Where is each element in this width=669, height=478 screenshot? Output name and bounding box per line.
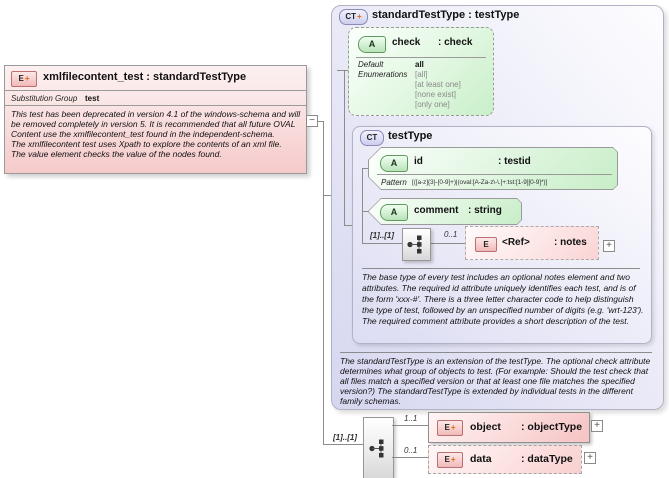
data-type: : dataType <box>521 453 573 465</box>
sequence-glyph <box>369 439 384 458</box>
divider <box>362 268 640 269</box>
connector-line <box>337 70 348 71</box>
connector-line <box>323 121 324 444</box>
element-plus-icon: E+ <box>11 71 37 87</box>
attribute-icon-letter: A <box>368 39 376 49</box>
default-value: all <box>415 60 424 69</box>
attribute-icon: A <box>380 204 408 221</box>
attribute-node-check[interactable]: A check : check Default all Enumerations… <box>348 27 494 116</box>
substitution-group-value: test <box>85 94 100 103</box>
element-plus-icon: E+ <box>437 452 463 468</box>
comment-name: comment <box>414 205 459 216</box>
complextype-icon-letters: CT <box>345 12 356 21</box>
data-name: data <box>470 453 492 465</box>
enum-value: [all] <box>415 70 428 79</box>
notes-ref-type: : notes <box>554 237 587 248</box>
plus-glyph: + <box>450 423 456 432</box>
collapse-glyph: − <box>309 115 315 126</box>
data-occurs-label: 0..1 <box>404 446 418 455</box>
content-occurs-label: [1]..[1] <box>333 433 357 442</box>
connector-line <box>362 168 368 169</box>
connector-line <box>318 121 324 122</box>
connector-line <box>362 211 368 212</box>
sequence-icon[interactable] <box>402 228 431 261</box>
connector-line <box>392 457 428 458</box>
complextype-icon: CT <box>360 130 384 146</box>
id-name: id <box>414 156 423 167</box>
testtype-title: testType <box>388 130 433 142</box>
pattern-value: [([a-z]{3}-[0-9]+)|(oval:[A-Za-z\-\.]+:t… <box>412 179 548 186</box>
enumerations-label: Enumerations <box>358 70 408 79</box>
element-icon-letter: E <box>18 74 24 83</box>
attribute-icon: A <box>358 36 386 53</box>
substitution-group-label: Substitution Group <box>11 94 78 103</box>
connector-line <box>344 70 345 225</box>
plus-glyph: + <box>24 74 30 83</box>
comment-type: : string <box>468 205 502 216</box>
plus-glyph: + <box>357 12 362 21</box>
notes-ref-name: <Ref> <box>502 237 530 248</box>
divider <box>5 105 306 106</box>
element-icon-letter: E <box>483 239 489 249</box>
connector-line <box>362 168 363 244</box>
enum-value: [only one] <box>415 100 450 109</box>
id-type: : testid <box>498 156 531 167</box>
attribute-icon-letter: A <box>390 207 398 217</box>
attribute-node-id-fill <box>369 148 617 189</box>
element-title: xmlfilecontent_test : standardTestType <box>43 71 247 83</box>
enum-value: [none exist] <box>415 90 456 99</box>
plus-glyph: + <box>450 455 456 464</box>
divider <box>377 174 612 175</box>
expand-icon[interactable]: + <box>603 240 615 252</box>
object-name: object <box>470 421 501 433</box>
divider <box>340 352 652 353</box>
connector-line <box>344 225 352 226</box>
element-icon: E <box>475 237 497 252</box>
divider <box>356 57 486 58</box>
element-node-data[interactable]: E+ data : dataType <box>428 445 582 474</box>
attribute-icon-letter: A <box>390 158 398 168</box>
complextype-icon-letters: CT <box>366 133 378 142</box>
element-node-notes-ref[interactable]: E <Ref> : notes <box>465 226 599 260</box>
expand-icon[interactable]: + <box>584 452 596 464</box>
expand-glyph: + <box>587 452 593 463</box>
testtype-description: The base type of every test includes an … <box>362 272 644 326</box>
connector-line <box>392 425 428 426</box>
element-plus-icon: E+ <box>437 420 463 436</box>
sequence-glyph <box>407 235 422 254</box>
connector-line <box>429 243 465 244</box>
element-icon-letter: E <box>444 455 450 464</box>
collapse-icon[interactable]: − <box>306 115 318 127</box>
element-icon-letter: E <box>444 423 450 432</box>
connector-line <box>323 444 363 445</box>
attribute-icon: A <box>380 155 408 172</box>
object-occurs-label: 1..1 <box>404 414 418 423</box>
sequence-occurs-label: [1]..[1] <box>370 231 394 240</box>
connector-line <box>362 243 402 244</box>
complextype-plus-icon: CT+ <box>339 9 368 25</box>
standardtesttype-title: standardTestType : testType <box>372 9 520 21</box>
expand-icon[interactable]: + <box>591 420 603 432</box>
connector-line <box>323 195 333 196</box>
element-node-object[interactable]: E+ object : objectType <box>428 412 590 443</box>
element-node-xmlfilecontent-test[interactable]: E+ xmlfilecontent_test : standardTestTyp… <box>4 65 307 174</box>
divider <box>5 90 306 91</box>
expand-glyph: + <box>594 420 600 431</box>
check-name: check <box>392 37 421 48</box>
default-label: Default <box>358 60 384 69</box>
standardtesttype-description: The standardTestType is an extension of … <box>340 356 651 406</box>
sequence-icon[interactable] <box>363 417 394 478</box>
attribute-node-id[interactable] <box>368 147 618 190</box>
check-type: : check <box>438 37 473 48</box>
expand-glyph: + <box>606 240 612 251</box>
pattern-label: Pattern <box>381 178 407 187</box>
notes-occurs-label: 0..1 <box>444 230 458 239</box>
enum-value: [at least one] <box>415 80 461 89</box>
object-type: : objectType <box>521 421 583 433</box>
element-description: This test has been deprecated in version… <box>11 109 301 159</box>
